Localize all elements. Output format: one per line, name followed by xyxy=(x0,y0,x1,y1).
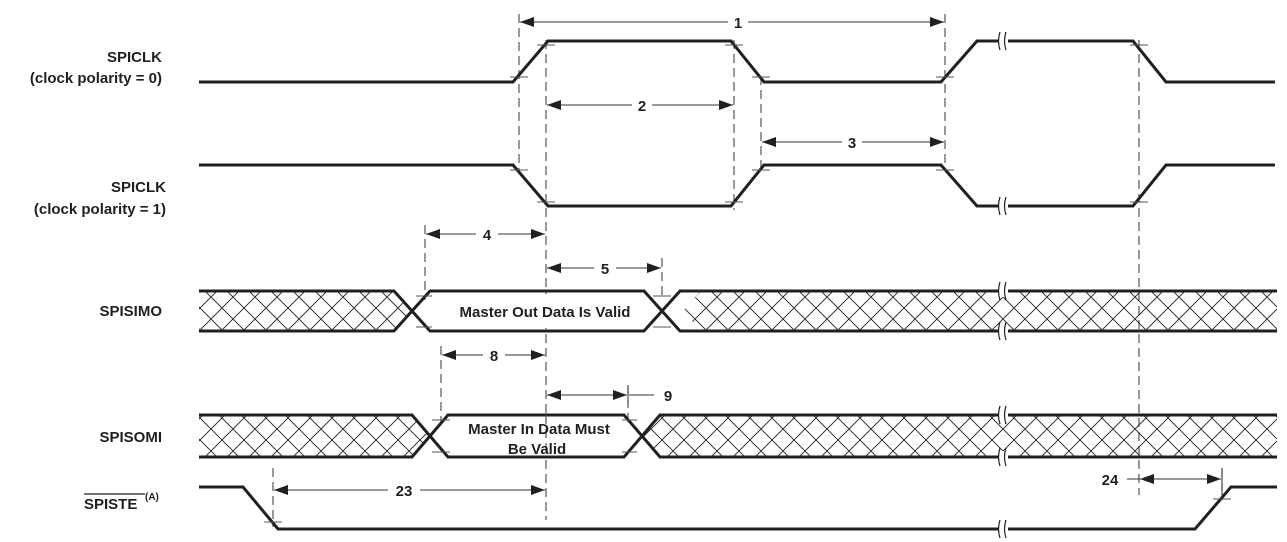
break-marker xyxy=(997,31,1008,51)
spiclk0-waveform xyxy=(199,39,1275,84)
svg-text:2: 2 xyxy=(638,98,646,115)
break-marker xyxy=(997,447,1008,467)
spiclk1-waveform xyxy=(199,163,1275,208)
timing-param-23: 23 xyxy=(274,483,545,500)
timing-param-9: 9 xyxy=(547,385,672,405)
spiste-superscript: (A) xyxy=(145,492,159,503)
spisimo-waveform: Master Out Data Is Valid xyxy=(199,289,1277,333)
spisimo-label: SPISIMO xyxy=(99,303,162,320)
timing-param-24: 24 xyxy=(1102,469,1223,500)
timing-param-1: 1 xyxy=(520,15,944,32)
somi-valid-label-line1: Master In Data Must xyxy=(468,421,610,438)
simo-valid-label: Master Out Data Is Valid xyxy=(460,304,631,321)
break-marker xyxy=(997,196,1008,216)
timing-param-4: 4 xyxy=(426,227,545,244)
break-marker xyxy=(997,405,1008,425)
break-marker xyxy=(997,519,1008,539)
break-marker xyxy=(997,321,1008,341)
svg-text:5: 5 xyxy=(601,261,609,278)
svg-text:1: 1 xyxy=(734,15,742,32)
svg-text:4: 4 xyxy=(483,227,492,244)
somi-valid-label-line2: Be Valid xyxy=(508,441,566,458)
timing-param-8: 8 xyxy=(442,348,545,365)
svg-text:3: 3 xyxy=(848,135,856,152)
somi-valid-window xyxy=(450,418,622,455)
svg-text:9: 9 xyxy=(664,388,672,405)
svg-text:24: 24 xyxy=(1102,472,1119,489)
simo-valid-window xyxy=(432,294,642,328)
spiste-label: SPISTE xyxy=(84,496,137,513)
spisomi-waveform: Master In Data Must Be Valid xyxy=(199,413,1277,459)
spiclk1-sublabel: (clock polarity = 1) xyxy=(34,201,166,218)
timing-param-3: 3 xyxy=(762,135,944,152)
break-marker xyxy=(997,281,1008,301)
spiclk0-label: SPICLK xyxy=(107,49,162,66)
signal-labels: SPICLK (clock polarity = 0) SPICLK (cloc… xyxy=(30,49,166,513)
spisomi-label: SPISOMI xyxy=(99,429,162,446)
spiclk1-label: SPICLK xyxy=(111,179,166,196)
timing-param-5: 5 xyxy=(547,261,661,278)
svg-text:23: 23 xyxy=(396,483,413,500)
spiste-waveform xyxy=(199,485,1277,531)
timing-param-2: 2 xyxy=(547,98,733,115)
timing-dimensions: 1 2 3 4 5 8 xyxy=(274,15,1223,500)
svg-text:8: 8 xyxy=(490,348,498,365)
spiclk0-sublabel: (clock polarity = 0) xyxy=(30,70,162,87)
break-markers xyxy=(997,31,1008,539)
